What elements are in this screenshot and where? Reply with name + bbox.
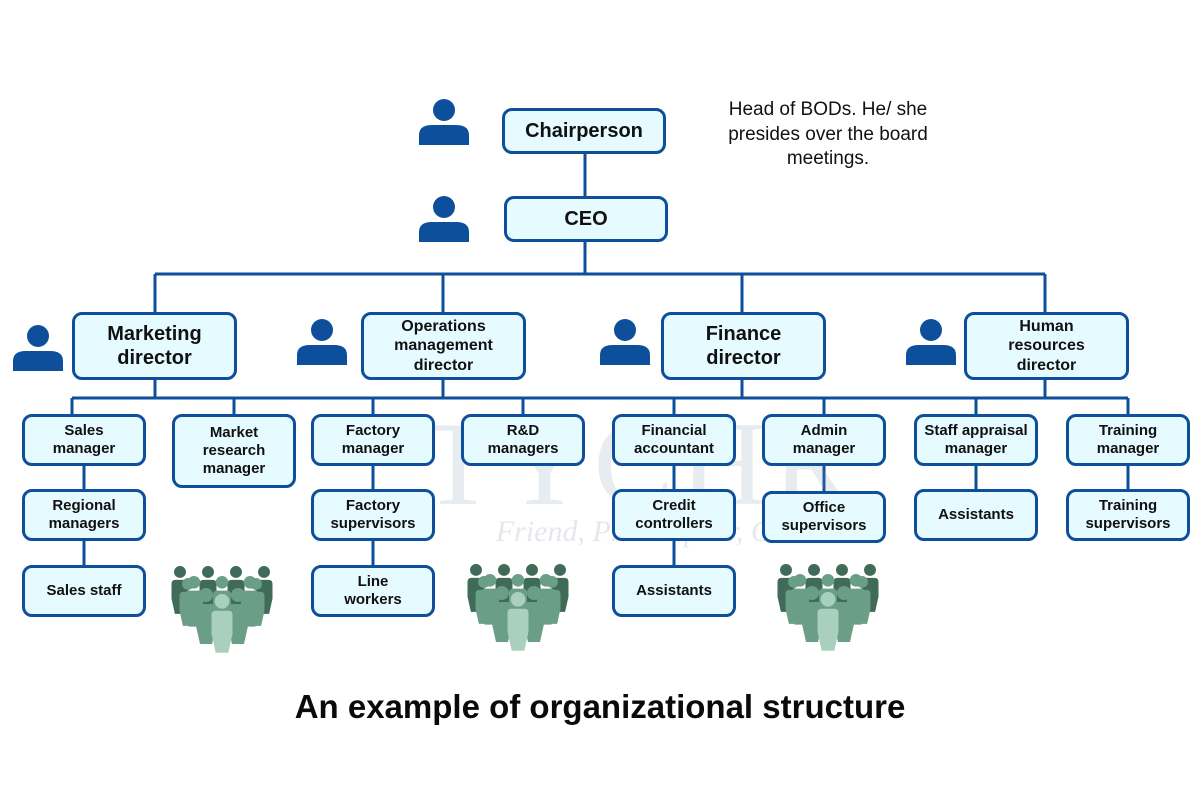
node-regional-managers: Regional managers (22, 489, 146, 541)
node-chairperson: Chairperson (502, 108, 666, 154)
node-label: Financial accountant (633, 422, 714, 457)
node-credit-controllers: Credit controllers (612, 489, 736, 541)
node-label: Regional managers (48, 497, 120, 532)
node-sales-staff: Sales staff (22, 565, 146, 617)
icons-layer (13, 99, 956, 653)
node-label: Finance director (705, 323, 782, 369)
person-icon-hr-director (906, 319, 956, 365)
node-label: CEO (564, 208, 608, 230)
person-icon-marketing-director (13, 325, 63, 371)
node-label: Factory manager (341, 422, 405, 457)
node-operations-management-director: Operations management director (361, 312, 526, 380)
node-finance-director: Finance director (661, 312, 826, 380)
node-label: Human resources director (1008, 318, 1085, 374)
node-label: Marketing director (107, 323, 202, 369)
node-label: Chairperson (525, 120, 643, 142)
node-line-workers: Line workers (311, 565, 435, 617)
person-icon-ceo (419, 196, 469, 242)
node-factory-manager: Factory manager (311, 414, 435, 466)
node-staff-appraisal-manager: Staff appraisal manager (914, 414, 1038, 466)
node-market-research-manager: Market research manager (172, 414, 296, 488)
node-training-supervisors: Training supervisors (1066, 489, 1190, 541)
node-label: Sales staff (46, 582, 122, 599)
group-of-people-icon-marketing (171, 566, 273, 653)
connector-lines (70, 154, 1130, 565)
node-label: Staff appraisal manager (924, 422, 1028, 457)
chairperson-annotation: Head of BODs. He/ she presides over the … (728, 99, 928, 170)
node-label: Training supervisors (1085, 497, 1171, 532)
node-human-resources-director: Human resources director (964, 312, 1129, 380)
diagram-caption: An example of organizational structure (294, 688, 906, 725)
node-admin-manager: Admin manager (762, 414, 886, 466)
node-label: Market research manager (202, 424, 266, 477)
node-label: R&D managers (487, 422, 559, 457)
node-label: Credit controllers (635, 497, 713, 532)
node-marketing-director: Marketing director (72, 312, 237, 380)
node-finance-assistants: Assistants (612, 565, 736, 617)
node-hr-assistants: Assistants (914, 489, 1038, 541)
node-label: Training manager (1096, 422, 1160, 457)
node-label: Factory supervisors (330, 497, 416, 532)
person-icon-chairperson (419, 99, 469, 145)
group-of-people-icon-operations (467, 564, 569, 651)
node-financial-accountant: Financial accountant (612, 414, 736, 466)
node-rd-managers: R&D managers (461, 414, 585, 466)
node-label: Assistants (938, 506, 1014, 523)
node-label: Operations management director (394, 318, 493, 374)
node-label: Office supervisors (781, 499, 867, 534)
node-label: Sales manager (52, 422, 116, 457)
person-icon-finance-director (600, 319, 650, 365)
node-office-supervisors: Office supervisors (762, 491, 886, 543)
node-ceo: CEO (504, 196, 668, 242)
person-icon-operations-director (297, 319, 347, 365)
node-label: Admin manager (792, 422, 856, 457)
node-label: Line workers (344, 573, 402, 608)
node-sales-manager: Sales manager (22, 414, 146, 466)
node-factory-supervisors: Factory supervisors (311, 489, 435, 541)
group-of-people-icon-finance (777, 564, 879, 651)
node-training-manager: Training manager (1066, 414, 1190, 466)
node-label: Assistants (636, 582, 712, 599)
